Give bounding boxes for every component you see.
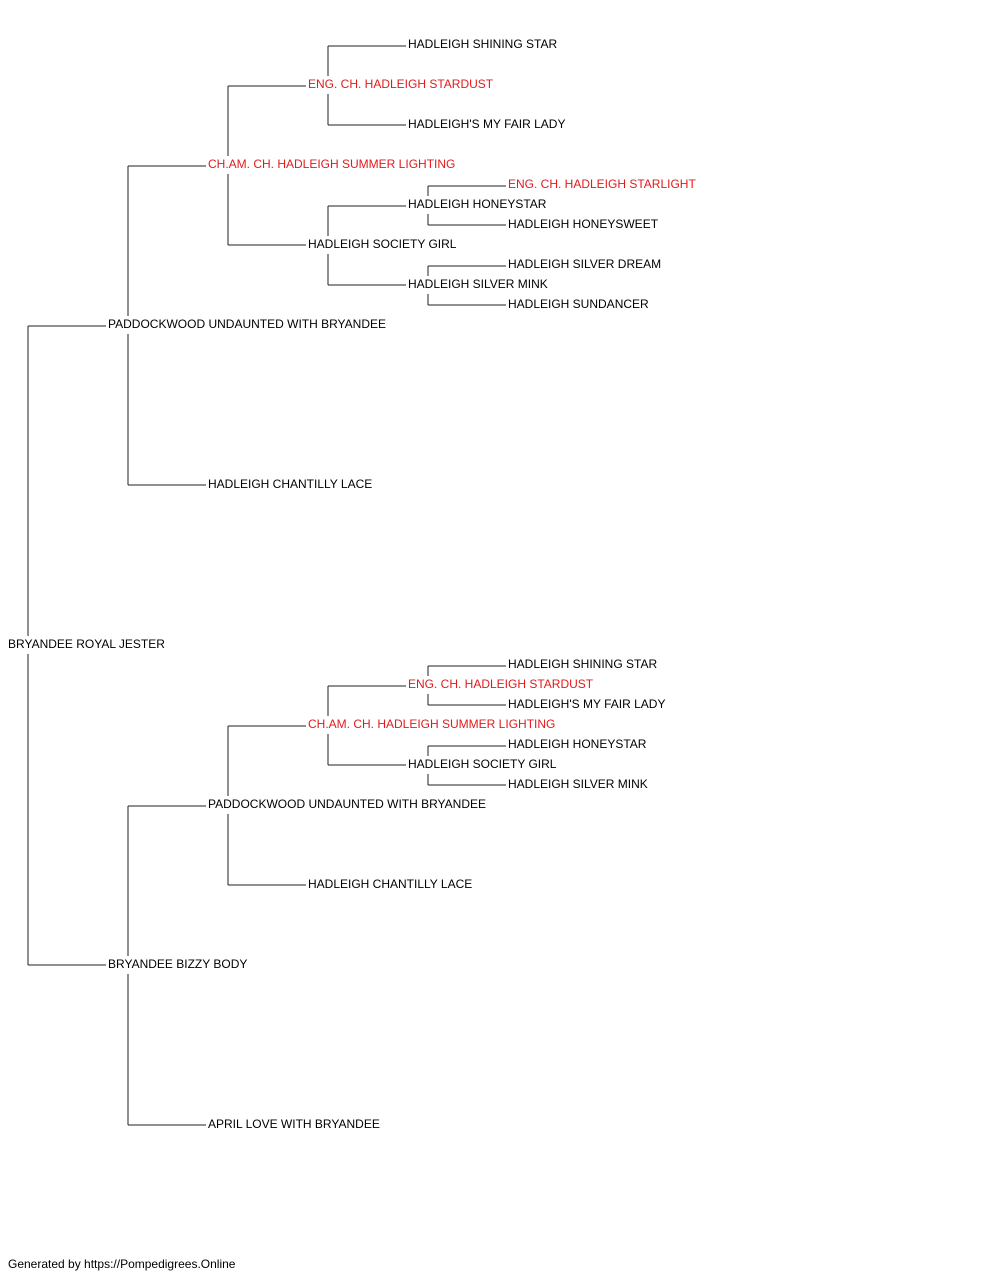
dog-eng-ch-hadleigh-stardust: ENG. CH. HADLEIGH STARDUST — [308, 77, 496, 91]
dog-ch-am-ch-hadleigh-summer-lighting: CH.AM. CH. HADLEIGH SUMMER LIGHTING — [208, 157, 458, 171]
dog-hadleigh-s-my-fair-lady: HADLEIGH'S MY FAIR LADY — [408, 117, 568, 131]
dog-hadleigh-silver-mink: HADLEIGH SILVER MINK — [508, 777, 650, 791]
dog-hadleigh-sundancer: HADLEIGH SUNDANCER — [508, 297, 651, 311]
dog-hadleigh-society-girl: HADLEIGH SOCIETY GIRL — [408, 757, 559, 771]
dog-bryandee-royal-jester: BRYANDEE ROYAL JESTER — [8, 637, 167, 651]
dog-hadleigh-s-my-fair-lady: HADLEIGH'S MY FAIR LADY — [508, 697, 668, 711]
dog-paddockwood-undaunted-with-bryandee: PADDOCKWOOD UNDAUNTED WITH BRYANDEE — [208, 797, 489, 811]
generated-by-footer: Generated by https://Pompedigrees.Online — [8, 1257, 236, 1271]
dog-paddockwood-undaunted-with-bryandee: PADDOCKWOOD UNDAUNTED WITH BRYANDEE — [108, 317, 389, 331]
dog-hadleigh-chantilly-lace: HADLEIGH CHANTILLY LACE — [308, 877, 475, 891]
dog-hadleigh-chantilly-lace: HADLEIGH CHANTILLY LACE — [208, 477, 375, 491]
dog-hadleigh-honeystar: HADLEIGH HONEYSTAR — [408, 197, 549, 211]
dog-hadleigh-silver-mink: HADLEIGH SILVER MINK — [408, 277, 550, 291]
dog-ch-am-ch-hadleigh-summer-lighting: CH.AM. CH. HADLEIGH SUMMER LIGHTING — [308, 717, 558, 731]
dog-april-love-with-bryandee: APRIL LOVE WITH BRYANDEE — [208, 1117, 382, 1131]
dog-hadleigh-honeystar: HADLEIGH HONEYSTAR — [508, 737, 649, 751]
dog-hadleigh-shining-star: HADLEIGH SHINING STAR — [408, 37, 560, 51]
dog-hadleigh-shining-star: HADLEIGH SHINING STAR — [508, 657, 660, 671]
dog-eng-ch-hadleigh-starlight: ENG. CH. HADLEIGH STARLIGHT — [508, 177, 698, 191]
dog-hadleigh-silver-dream: HADLEIGH SILVER DREAM — [508, 257, 664, 271]
dog-eng-ch-hadleigh-stardust: ENG. CH. HADLEIGH STARDUST — [408, 677, 596, 691]
dog-bryandee-bizzy-body: BRYANDEE BIZZY BODY — [108, 957, 250, 971]
dog-hadleigh-society-girl: HADLEIGH SOCIETY GIRL — [308, 237, 459, 251]
dog-hadleigh-honeysweet: HADLEIGH HONEYSWEET — [508, 217, 661, 231]
